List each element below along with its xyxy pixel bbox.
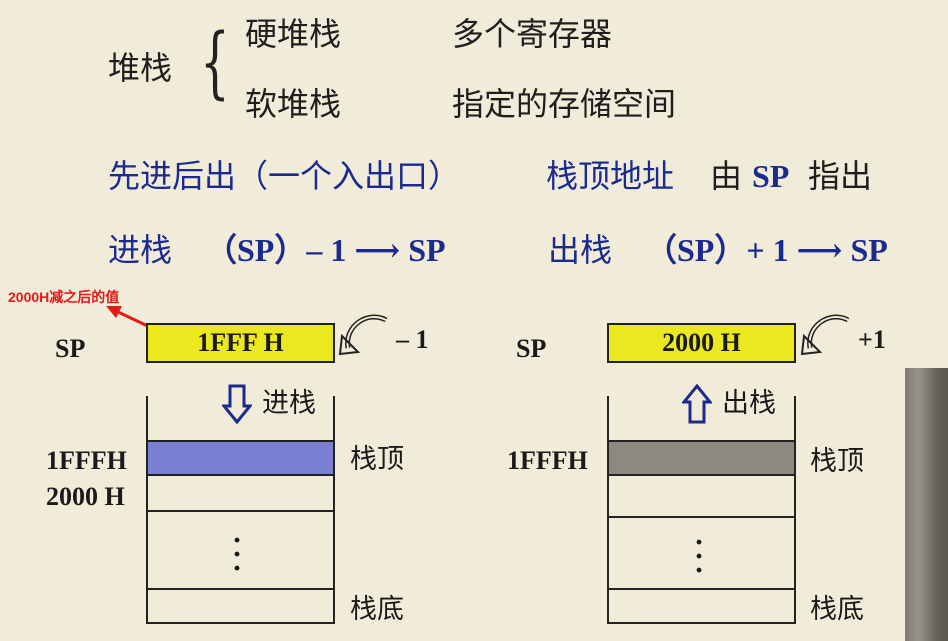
down-arrow-icon: [222, 384, 252, 425]
right-bottom-label: 栈底: [810, 594, 864, 625]
soft-stack-desc: 指定的存储空间: [452, 85, 677, 123]
left-sp-label: SP: [55, 334, 86, 363]
hard-stack-label: 硬堆栈: [245, 15, 342, 53]
left-divider: [146, 510, 335, 512]
right-addr-1fffh: 1FFFH: [507, 446, 588, 475]
pop-formula: （SP）+ 1 ⟶ SP: [645, 232, 888, 268]
left-top-label: 栈顶: [350, 444, 404, 475]
push-formula: （SP）– 1 ⟶ SP: [205, 232, 446, 268]
right-divider: [607, 516, 796, 518]
left-ellipsis: ···: [232, 526, 242, 584]
by-text: 由: [710, 157, 743, 195]
left-curved-arrow-icon: [338, 314, 388, 356]
left-bottom-cell: [146, 588, 335, 624]
right-delta: +1: [858, 325, 886, 354]
annotation-text: 2000H减之后的值: [8, 289, 120, 305]
top-address-text: 栈顶地址: [546, 157, 675, 195]
right-action-label: 出栈: [722, 388, 776, 419]
right-top-label: 栈顶: [810, 446, 864, 477]
points-text: 指出: [808, 157, 873, 195]
right-ellipsis: ···: [694, 528, 704, 586]
right-bottom-cell: [607, 588, 796, 624]
up-arrow-icon: [682, 384, 712, 424]
lifo-text: 先进后出（一个入出口）: [108, 157, 461, 195]
pop-label: 出栈: [548, 231, 613, 269]
left-addr-2000h: 2000 H: [46, 482, 125, 511]
right-stack-wall-left: [607, 396, 609, 624]
right-sp-label: SP: [516, 334, 547, 363]
left-bottom-label: 栈底: [350, 594, 404, 625]
left-delta: – 1: [396, 325, 429, 354]
left-top-cell: [146, 440, 335, 476]
presenter-video-thumbnail: [905, 368, 948, 641]
push-label: 进栈: [108, 231, 173, 269]
right-sp-register: 2000 H: [607, 323, 796, 363]
soft-stack-label: 软堆栈: [245, 85, 342, 123]
hard-stack-desc: 多个寄存器: [452, 15, 613, 53]
left-action-label: 进栈: [262, 388, 316, 419]
stack-heading: 堆栈: [108, 49, 173, 87]
left-cell-2000: [146, 474, 335, 512]
right-curved-arrow-icon: [800, 314, 850, 356]
left-brace: {: [200, 18, 230, 108]
right-top-cell: [607, 440, 796, 476]
left-addr-1fffh: 1FFFH: [46, 446, 127, 475]
left-sp-register: 1FFF H: [146, 323, 335, 363]
sp-text: SP: [752, 158, 790, 194]
right-stack-wall-right: [794, 396, 796, 624]
